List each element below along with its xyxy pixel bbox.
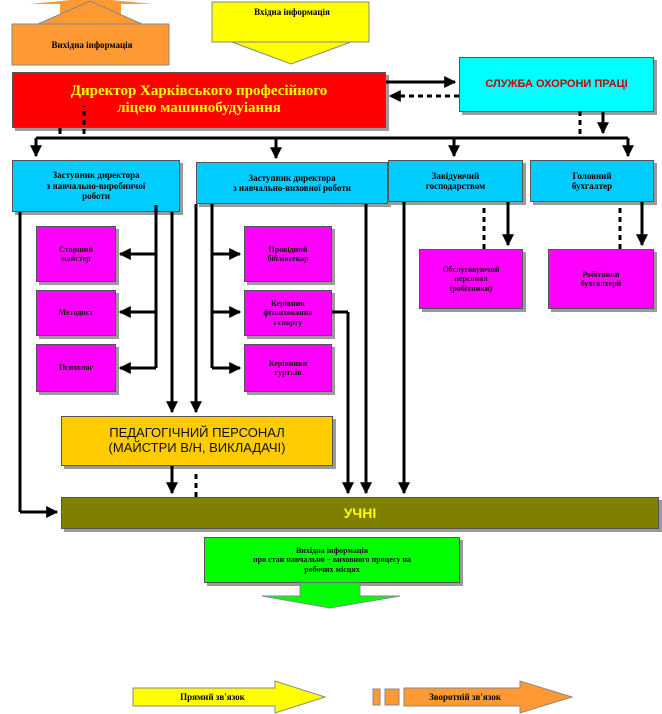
household-head-box: Завідуючий господарством [388, 160, 523, 202]
deputy-educational-box: Заступник директора з навчально-виховної… [196, 162, 388, 204]
senior-master-box: Старший майстер [36, 226, 116, 282]
legend-feedback-dash-1 [372, 688, 381, 706]
psychologist-box: Психолог [36, 344, 116, 392]
chief-accountant-box: Головний бухгалтер [530, 160, 654, 202]
director-box: Директор Харківського професійного ліцею… [12, 72, 386, 128]
labor-safety-box: СЛУЖБА ОХОРОНИ ПРАЦІ [459, 57, 654, 112]
legend-feedback-arrow [403, 680, 574, 714]
students-box: УЧНІ [61, 497, 659, 529]
teaching-staff-box: ПЕДАГОГІЧНИЙ ПЕРСОНАЛ (МАЙСТРИ В/Н, ВИКЛ… [61, 416, 333, 466]
legend-direct-arrow [132, 680, 327, 714]
outgoing-info-arrow-tip [37, 0, 143, 25]
legend-feedback-label: Зворотній зв'язок [428, 691, 502, 702]
bottom-outgoing-info-box: Вихідна інформація про стан навчально – … [204, 537, 460, 583]
accounting-workers-box: Робітники бухгалтерії [548, 249, 654, 309]
incoming-info-top-label: Вхідна інформація [254, 6, 330, 17]
outgoing-info-top-label: Вихідна інформація [51, 39, 133, 50]
club-heads-box: Керівники гуртків [244, 344, 332, 392]
incoming-info-arrow-tip [231, 41, 352, 65]
deputy-production-box: Заступник директора з навчально-виробнич… [12, 160, 180, 212]
incoming-info-arrow-body [211, 1, 370, 43]
pe-head-box: Керівник фізвиховання і спорту [244, 290, 332, 336]
librarian-box: Провідний бібліотекар [244, 226, 332, 282]
service-staff-box: Обслуговуючий персонал (робітники) [419, 249, 523, 309]
bottom-green-arrow [261, 582, 401, 609]
methodist-box: Методист [36, 290, 116, 336]
legend-feedback-dash-2 [384, 688, 400, 706]
legend-direct-label: Прямий зв'язок [180, 691, 245, 702]
